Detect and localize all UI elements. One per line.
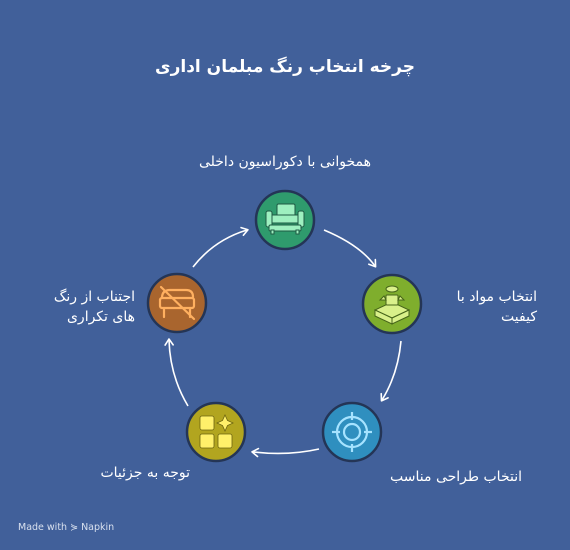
- arrow-3-to-4: [251, 447, 320, 458]
- target-design-icon: [332, 412, 372, 452]
- step-label-5: اجتناب از رنگ های تکراری: [20, 287, 135, 327]
- arrow-4-to-5: [164, 338, 189, 407]
- step-label-2-text: انتخاب مواد با: [456, 289, 537, 305]
- step-label-3: انتخاب طراحی مناسب: [390, 469, 522, 485]
- diagram-title: چرخه انتخاب رنگ مبلمان اداری: [155, 57, 415, 77]
- arrow-5-to-1: [192, 226, 249, 268]
- step-label-2-text-cont: کیفیت: [501, 309, 537, 325]
- sofa-icon: [265, 203, 305, 235]
- arrow-2-to-3: [380, 340, 402, 402]
- step-label-5-text-cont: های تکراری: [66, 309, 135, 325]
- footer-credit: Made with ⋟ Napkin: [18, 522, 115, 533]
- step-node-5: [146, 272, 208, 334]
- no-repeat-icon: [158, 285, 196, 321]
- details-grid-icon: [199, 414, 234, 449]
- step-node-3: [321, 401, 383, 463]
- step-node-1: [254, 189, 316, 251]
- step-label-2: انتخاب مواد با کیفیت: [427, 287, 537, 327]
- step-label-5-text: اجتناب از رنگ: [53, 289, 135, 305]
- step-node-2: [361, 273, 423, 335]
- step-label-4: توجه به جزئیات: [100, 465, 190, 481]
- materials-icon: [373, 285, 411, 325]
- step-label-1: همخوانی با دکوراسیون داخلی: [198, 154, 372, 170]
- step-node-4: [185, 401, 247, 463]
- arrow-1-to-2: [323, 229, 377, 268]
